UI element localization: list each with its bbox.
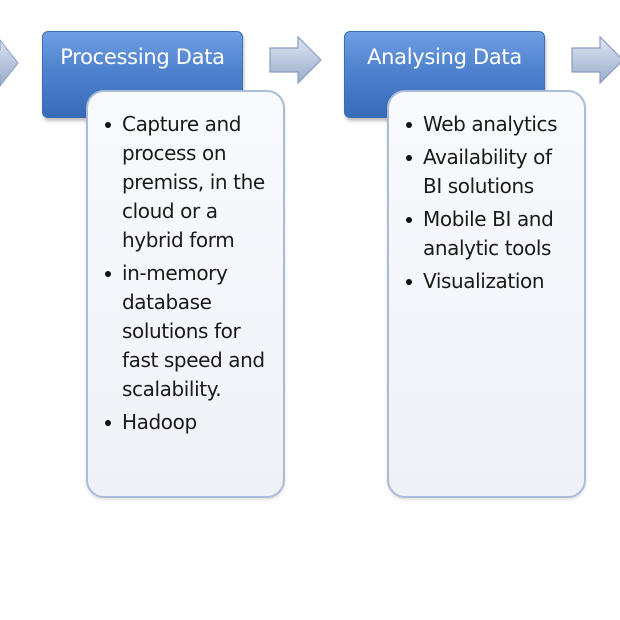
bullet-item: Mobile BI and analytic tools	[403, 205, 574, 263]
bullet-icon	[105, 271, 111, 277]
stage-card-analysing: Web analytics Availability of BI solutio…	[387, 90, 586, 498]
flow-arrow-right-icon	[571, 35, 620, 85]
bullet-text: Mobile BI and analytic tools	[423, 207, 554, 260]
bullet-text: Web analytics	[423, 112, 558, 136]
bullet-item: Capture and process on premiss, in the c…	[102, 110, 273, 255]
bullet-item: Hadoop	[102, 408, 273, 437]
bullet-text: Capture and process on premiss, in the c…	[122, 112, 265, 252]
bullet-text: Hadoop	[122, 410, 197, 434]
bullet-item: Web analytics	[403, 110, 574, 139]
bullet-icon	[406, 155, 412, 161]
bullet-text: in-memory database solutions for fast sp…	[122, 261, 265, 401]
bullet-icon	[105, 420, 111, 426]
bullet-item: in-memory database solutions for fast sp…	[102, 259, 273, 404]
bullet-icon	[406, 279, 412, 285]
bullet-item: Visualization	[403, 267, 574, 296]
bullet-text: Visualization	[423, 269, 545, 293]
bullet-icon	[105, 122, 111, 128]
bullet-list-processing: Capture and process on premiss, in the c…	[102, 110, 273, 437]
flow-arrow-middle-icon	[269, 35, 322, 85]
bullet-icon	[406, 217, 412, 223]
stage-card-processing: Capture and process on premiss, in the c…	[86, 90, 285, 498]
flow-arrow-left-icon	[0, 39, 19, 87]
bullet-text: Availability of BI solutions	[423, 145, 552, 198]
bullet-item: Availability of BI solutions	[403, 143, 574, 201]
bullet-list-analysing: Web analytics Availability of BI solutio…	[403, 110, 574, 296]
bullet-icon	[406, 122, 412, 128]
